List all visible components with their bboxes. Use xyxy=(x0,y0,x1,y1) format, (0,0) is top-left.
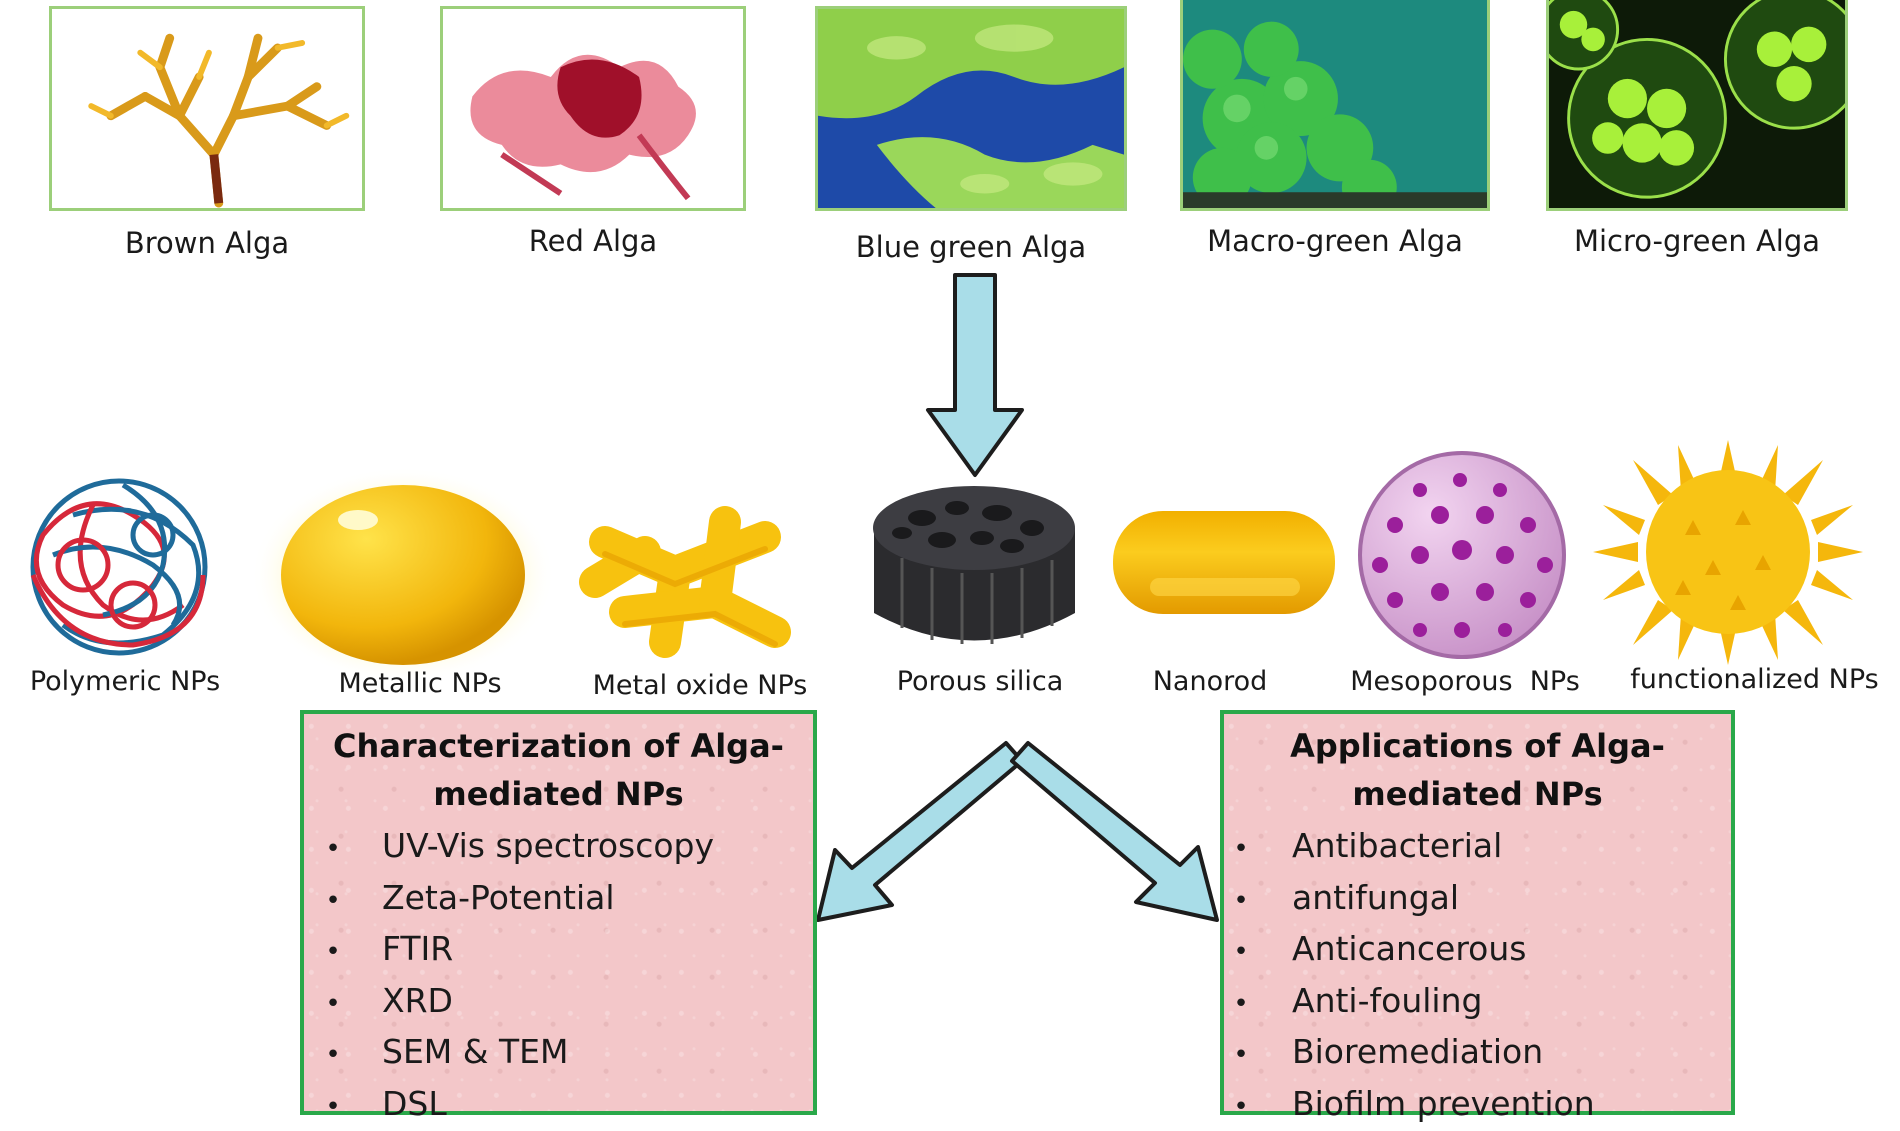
macro-green-alga-label: Macro-green Alga xyxy=(1180,224,1490,258)
characterization-box: Characterization of Alga- mediated NPs •… xyxy=(300,710,817,1115)
micro-green-alga-image xyxy=(1546,0,1848,211)
macro-green-alga-image xyxy=(1180,0,1490,211)
mesoporous-np-icon xyxy=(1350,450,1575,660)
characterization-title-line2: mediated NPs xyxy=(433,775,683,813)
brown-alga-image xyxy=(49,6,365,211)
split-arrows xyxy=(810,735,1230,935)
applications-title: Applications of Alga- mediated NPs xyxy=(1224,722,1731,818)
left-diagonal-arrow xyxy=(818,743,1022,920)
right-diagonal-arrow xyxy=(1012,743,1217,920)
list-item: •Anti-fouling xyxy=(1224,977,1731,1029)
polymeric-np-icon xyxy=(3,475,235,660)
functionalized-np-icon xyxy=(1593,440,1863,665)
micro-green-alga-label: Micro-green Alga xyxy=(1546,224,1848,258)
list-item: •XRD xyxy=(304,977,813,1029)
porous-silica-label: Porous silica xyxy=(870,666,1090,697)
functionalized-np-label: functionalized NPs xyxy=(1612,664,1897,695)
nanorod-label: Nanorod xyxy=(1130,666,1290,697)
metallic-np-label: Metallic NPs xyxy=(310,668,530,699)
list-item: •Bioremediation xyxy=(1224,1028,1731,1080)
porous-silica-icon xyxy=(862,478,1087,663)
list-item: •antifungal xyxy=(1224,874,1731,926)
applications-title-line1: Applications of Alga- xyxy=(1290,727,1665,765)
red-alga-image xyxy=(440,6,746,211)
metal-oxide-np-label: Metal oxide NPs xyxy=(570,670,830,701)
red-alga-label: Red Alga xyxy=(440,224,746,258)
applications-title-line2: mediated NPs xyxy=(1352,775,1602,813)
list-item: •Biofilm prevention xyxy=(1224,1080,1731,1131)
list-item: •Antibacterial xyxy=(1224,822,1731,874)
characterization-title-line1: Characterization of Alga- xyxy=(333,727,784,765)
applications-box: Applications of Alga- mediated NPs •Anti… xyxy=(1220,710,1735,1115)
list-item: •SEM & TEM xyxy=(304,1028,813,1080)
applications-list: •Antibacterial •antifungal •Anticancerou… xyxy=(1224,822,1731,1131)
mesoporous-np-label: Mesoporous NPs xyxy=(1330,666,1600,697)
blue-green-alga-label: Blue green Alga xyxy=(815,230,1127,264)
list-item: •FTIR xyxy=(304,925,813,977)
nanorod-icon xyxy=(1110,508,1340,618)
list-item: •DSL xyxy=(304,1080,813,1131)
list-item: •Zeta-Potential xyxy=(304,874,813,926)
down-arrow xyxy=(920,270,1030,480)
polymeric-np-label: Polymeric NPs xyxy=(0,666,250,697)
list-item: •UV-Vis spectroscopy xyxy=(304,822,813,874)
metallic-np-icon xyxy=(248,465,558,685)
characterization-list: •UV-Vis spectroscopy •Zeta-Potential •FT… xyxy=(304,822,813,1131)
metal-oxide-np-icon xyxy=(565,492,815,667)
brown-alga-label: Brown Alga xyxy=(49,226,365,260)
characterization-title: Characterization of Alga- mediated NPs xyxy=(304,722,813,818)
list-item: •Anticancerous xyxy=(1224,925,1731,977)
blue-green-alga-image xyxy=(815,6,1127,211)
